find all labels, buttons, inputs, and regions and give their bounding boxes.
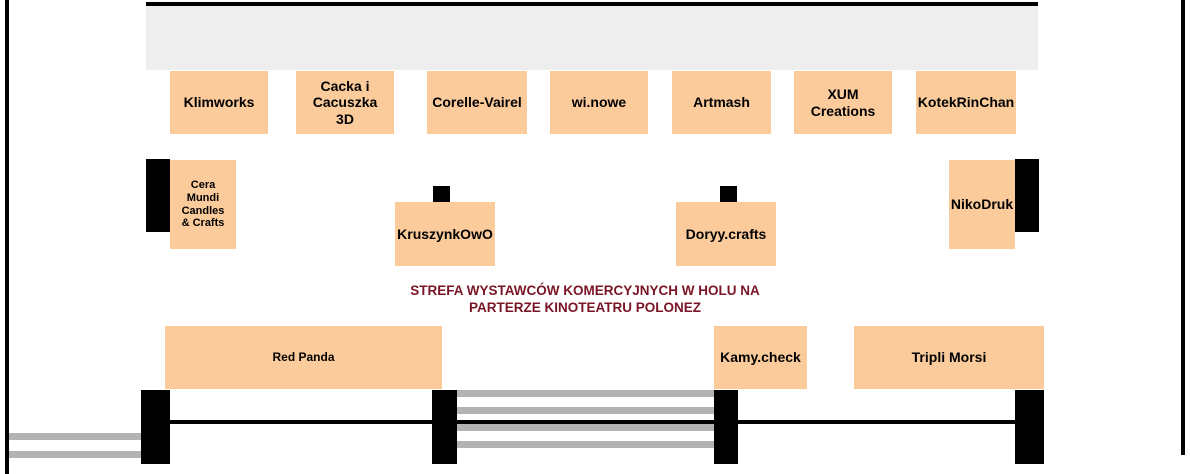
right-wall bbox=[1181, 0, 1185, 455]
stairs-center-step-2 bbox=[457, 407, 714, 414]
booth-kotekrinchan: KotekRinChan bbox=[916, 71, 1016, 134]
booth-xum-creations: XUM Creations bbox=[794, 71, 892, 134]
booth-cera-mundi: Cera Mundi Candles & Crafts bbox=[170, 160, 236, 249]
pillar-center-right bbox=[720, 186, 737, 202]
stage-top-edge bbox=[146, 2, 1038, 6]
booth-kamy-check: Kamy.check bbox=[714, 326, 807, 389]
booth-nikodruk: NikoDruk bbox=[949, 160, 1015, 249]
left-wall bbox=[5, 0, 9, 474]
booth-doryy-crafts: Doryy.crafts bbox=[676, 202, 776, 266]
bottom-wall bbox=[145, 420, 1040, 424]
pillar-right bbox=[1015, 159, 1039, 232]
booth-artmash: Artmash bbox=[672, 71, 771, 134]
booth-cacka-i-cacuszka-3d: Cacka i Cacuszka 3D bbox=[296, 71, 394, 134]
zone-label: STREFA WYSTAWCÓW KOMERCYJNYCH W HOLU NA … bbox=[410, 283, 760, 315]
pillar-bottom-4 bbox=[1015, 390, 1044, 464]
stairs-center-step-3 bbox=[457, 424, 714, 431]
stairs-center-step-1 bbox=[457, 390, 714, 397]
booth-corelle-vairel: Corelle-Vairel bbox=[427, 71, 527, 134]
pillar-center-left bbox=[433, 186, 450, 202]
stairs-left-step-2 bbox=[9, 451, 141, 458]
booth-klimworks: Klimworks bbox=[170, 71, 268, 134]
pillar-bottom-3 bbox=[714, 390, 738, 464]
pillar-left bbox=[146, 159, 170, 232]
stairs-left-step-1 bbox=[9, 433, 141, 440]
booth-kruszynkowo: KruszynkOwO bbox=[395, 202, 495, 266]
booth-red-panda: Red Panda bbox=[165, 326, 442, 389]
booth-tripli-morsi: Tripli Morsi bbox=[854, 326, 1044, 389]
booth-wi-nowe: wi.nowe bbox=[550, 71, 648, 134]
pillar-bottom-1 bbox=[141, 390, 170, 464]
stairs-center-step-4 bbox=[457, 441, 714, 448]
pillar-bottom-2 bbox=[432, 390, 457, 464]
stage-area bbox=[146, 6, 1038, 70]
